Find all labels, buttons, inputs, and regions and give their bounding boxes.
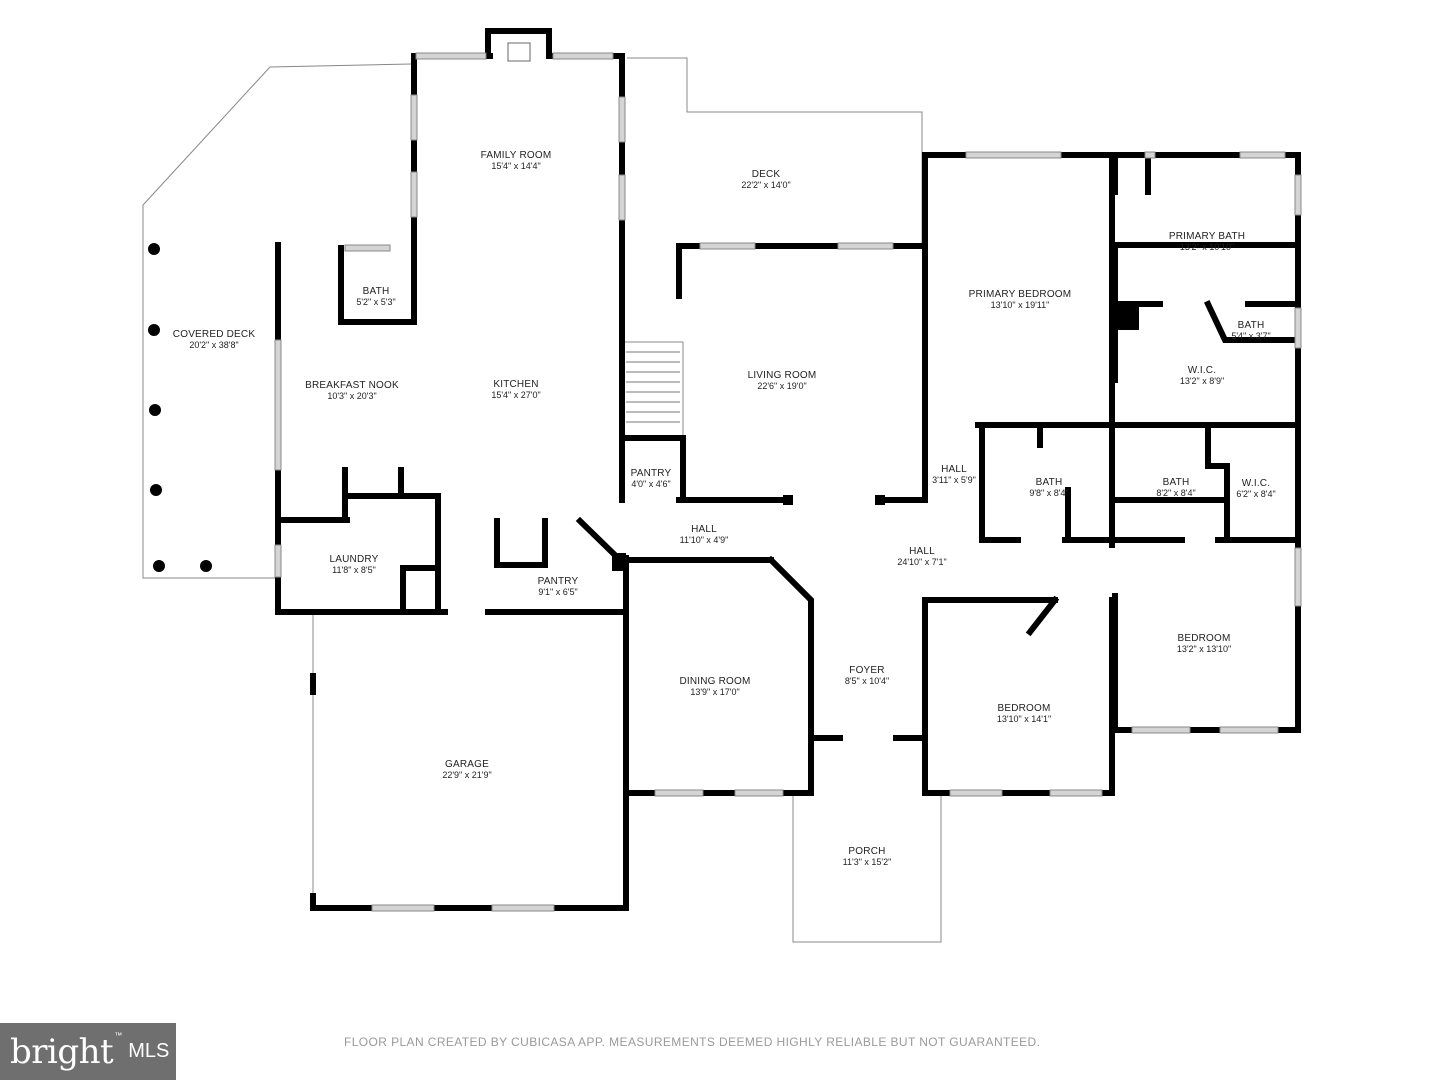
room-name: W.I.C.: [1241, 478, 1271, 489]
room-dims: 13'2" x 10'10": [1179, 242, 1235, 252]
fireplace-hearth: [507, 42, 531, 62]
room-dims: 9'8" x 8'4": [1029, 488, 1069, 498]
bright-mls-logo: bright ™ MLS: [0, 1023, 176, 1080]
room-name: W.I.C.: [1187, 365, 1217, 376]
porch-outline: [792, 795, 942, 943]
room-dims: 10'3" x 20'3": [327, 391, 377, 401]
room-name: DECK: [751, 169, 781, 180]
room-name: LAUNDRY: [329, 554, 379, 565]
room-label-wic-primary: W.I.C.13'2" x 8'9": [1180, 365, 1224, 387]
thin-outlines: [142, 57, 942, 943]
logo-trademark: ™: [114, 1031, 123, 1040]
room-name: BATH: [1162, 477, 1190, 488]
room-dims: 5'4" x 3'7": [1231, 331, 1271, 341]
room-dims: 13'9" x 17'0": [690, 687, 740, 697]
room-dims: 11'8" x 8'5": [332, 565, 376, 575]
wall-blocks: [612, 304, 1139, 571]
room-name: HALL: [691, 524, 717, 535]
room-dims: 22'6" x 19'0": [757, 381, 807, 391]
room-dims: 22'9" x 21'9": [442, 770, 492, 780]
room-name: PRIMARY BEDROOM: [968, 289, 1072, 300]
room-name: BEDROOM: [1177, 633, 1231, 644]
room-name: COVERED DECK: [172, 329, 256, 340]
fireplace: [485, 28, 552, 59]
room-dims: 13'10" x 19'11": [990, 300, 1050, 310]
covered-deck-outline: [142, 63, 412, 579]
deck-posts: [148, 243, 212, 572]
room-name: FAMILY ROOM: [480, 150, 552, 161]
room-dims: 8'5" x 10'4": [844, 676, 890, 686]
room-dims: 15'4" x 14'4": [491, 161, 541, 171]
room-dims: 8'2" x 8'4": [1156, 488, 1196, 498]
room-dims: 24'10" x 7'1": [897, 557, 947, 567]
room-label-wic-right: W.I.C.6'2" x 8'4": [1236, 478, 1275, 500]
stairs: [626, 351, 680, 423]
room-name: FOYER: [849, 665, 885, 676]
room-name: LIVING ROOM: [747, 370, 817, 381]
room-dims: 6'2" x 8'4": [1236, 489, 1276, 499]
room-name: HALL: [941, 464, 967, 475]
deck-outline: [627, 57, 923, 245]
room-dims: 9'1" x 6'5": [538, 587, 578, 597]
logo-mls: MLS: [128, 1040, 170, 1062]
room-dims: 13'2" x 8'9": [1179, 376, 1225, 386]
floor-plan-disclaimer: FLOOR PLAN CREATED BY CUBICASA APP. MEAS…: [344, 1035, 1041, 1049]
room-name: BATH: [1237, 320, 1265, 331]
room-name: BATH: [1035, 477, 1063, 488]
bath-small-walls: [338, 245, 417, 325]
room-name: KITCHEN: [493, 379, 539, 390]
room-dims: 22'2" x 14'0": [741, 180, 791, 190]
room-name: BATH: [362, 286, 390, 297]
room-name: BREAKFAST NOOK: [305, 380, 399, 391]
room-name: HALL: [909, 546, 935, 557]
windows: [274, 52, 1302, 912]
room-dims: 15'4" x 27'0": [491, 390, 541, 400]
room-dims: 3'11" x 5'9": [932, 475, 976, 485]
room-name: DINING ROOM: [679, 676, 751, 687]
room-dims: 13'10" x 14'1": [996, 714, 1052, 724]
room-dims: 13'2" x 13'10": [1176, 644, 1232, 654]
room-name: PORCH: [848, 846, 886, 857]
room-name: PRIMARY BATH: [1168, 231, 1246, 242]
room-dims: 11'3" x 15'2": [842, 857, 892, 867]
room-dims: 11'10" x 4'9": [679, 535, 729, 545]
room-dims: 4'0" x 4'6": [631, 479, 671, 489]
room-dims: 20'2" x 38'8": [189, 340, 239, 350]
walls: [275, 28, 1301, 911]
room-name: PANTRY: [630, 468, 672, 479]
room-name: BEDROOM: [997, 703, 1051, 714]
room-name: PANTRY: [537, 576, 579, 587]
room-dims: 5'2" x 5'3": [356, 297, 396, 307]
room-name: GARAGE: [444, 759, 489, 770]
logo-wordmark: bright: [10, 1031, 114, 1072]
